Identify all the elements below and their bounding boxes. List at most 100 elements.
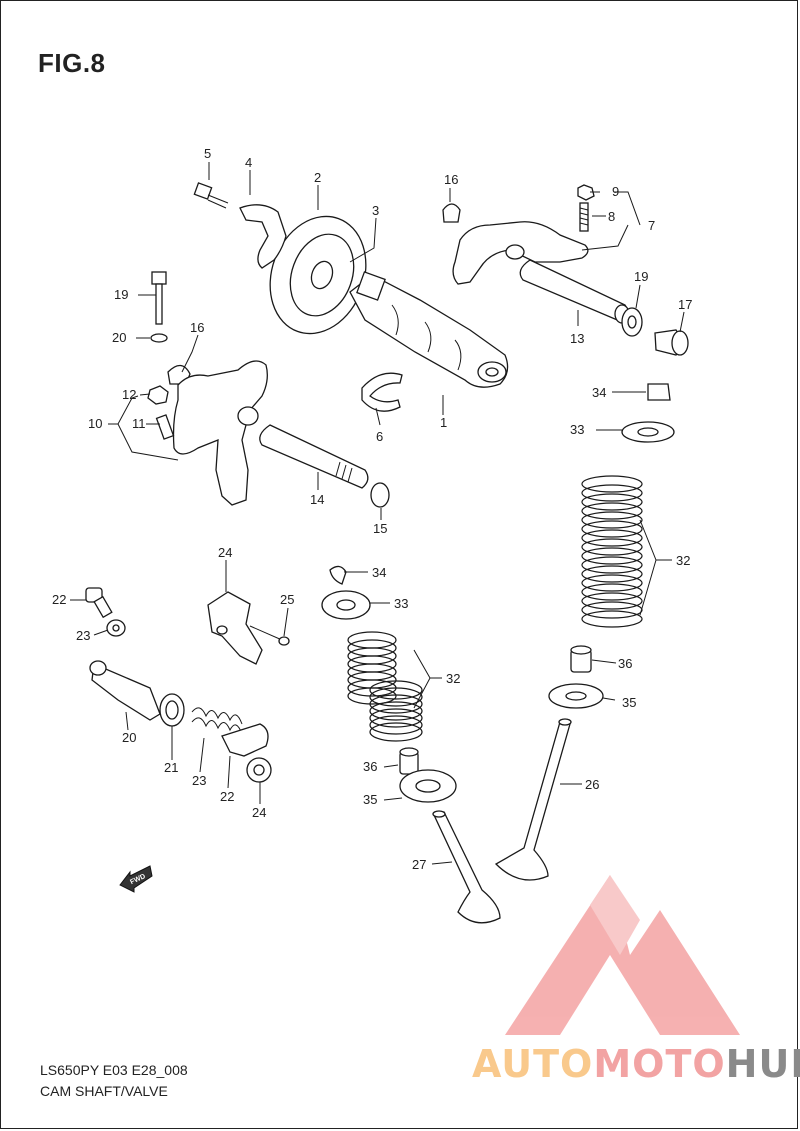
rocker-shaft-upper [519,259,630,324]
spring-coil [369,694,423,714]
spring-coil [581,529,643,547]
nut-12 [147,385,169,405]
spring-coil [369,708,423,728]
rocker-arm-lower [172,360,268,506]
stem-seal-36-center [399,747,419,775]
spring-coil [581,601,643,619]
footer-code: LS650PY E03 E28_008 [40,1062,188,1078]
callout-35-center: 35 [363,792,377,807]
stem-seal-36-right [570,645,592,673]
valve-spring-32-right [581,475,643,628]
bolt-5 [193,182,229,209]
cotter-34-right [647,383,671,401]
callout-36-center: 36 [363,759,377,774]
spring-coil [581,583,643,601]
washer-20 [150,333,168,343]
brand-auto: AUTO [472,1042,594,1086]
c-ring [361,372,403,412]
callout-12: 12 [122,387,136,402]
rocker-arm-upper [452,221,589,285]
callout-17: 17 [678,297,692,312]
spring-coil [581,574,643,592]
callout-3: 3 [372,203,379,218]
callout-29: 25 [280,592,294,607]
spring-coil [369,715,423,735]
spring-coil [581,538,643,556]
callout-16-lower: 16 [190,320,204,335]
footer-description: CAM SHAFT/VALVE [40,1083,168,1099]
callout-labels: 5 4 2 3 16 9 8 7 19 17 13 19 20 16 12 11… [52,146,692,872]
brand-hub: HUB [725,1042,800,1086]
screw-29 [249,625,290,646]
shim-16-upper [442,203,461,223]
figure-title: FIG.8 [38,48,106,78]
callout-10: 10 [88,416,102,431]
spring-coil [581,493,643,511]
fwd-arrow-icon: FWD [119,865,153,893]
callout-26: 22 [52,592,66,607]
callout-34-center: 34 [372,565,386,580]
spring-coil [581,502,643,520]
callout-23: 22 [220,789,234,804]
callout-27: 23 [76,628,90,643]
callout-22: 21 [164,760,178,775]
brand-moto: MOTO [593,1042,726,1086]
brand-wordmark: AUTOMOTOHUB [472,1042,800,1086]
adjuster-screw-11 [155,414,175,440]
spring-coil [369,687,423,707]
callout-13: 13 [570,331,584,346]
callout-1: 1 [440,415,447,430]
bolt-26 [85,587,113,619]
callout-30: 26 [585,777,599,792]
exhaust-valve-31 [432,810,501,924]
spring-coil [369,680,423,700]
callout-28: 24 [218,545,232,560]
valve-spring-32-center [347,631,423,742]
spring-coil [581,592,643,610]
callout-19: 19 [114,287,128,302]
spring-coil [581,547,643,565]
callout-11: 11 [132,416,146,431]
bracket-28 [207,591,263,665]
callout-15: 15 [373,521,387,536]
cotter-34-center [329,565,347,585]
callout-32-center: 32 [446,671,460,686]
callout-31: 27 [412,857,426,872]
callout-14: 14 [310,492,324,507]
watermark-logo [505,875,740,1035]
spring-coil [581,511,643,529]
bolt-19 [151,271,167,325]
spring-coil [581,610,643,628]
spring-24 [191,707,243,735]
callout-6: 6 [376,429,383,444]
intake-valve-30 [494,718,572,881]
callout-5: 5 [204,146,211,161]
callout-32-right: 32 [676,553,690,568]
rocker-shaft-lower [259,424,369,489]
lever-23 [221,723,269,757]
callout-35-right: 35 [622,695,636,710]
callout-4: 4 [245,155,252,170]
leader-lines [70,162,685,865]
plug-17 [654,329,689,356]
spring-coil [581,565,643,583]
adjuster-screw [577,184,595,232]
spring-coil [369,722,423,742]
spring-coil [581,484,643,502]
callout-16-upper: 16 [444,172,458,187]
callout-34-right: 34 [592,385,606,400]
spring-coil [581,475,643,493]
callout-33-right: 33 [570,422,584,437]
callout-8: 8 [608,209,615,224]
spring-coil [347,687,397,705]
o-ring-15 [370,482,390,508]
spring-coil [581,556,643,574]
callout-7: 7 [648,218,655,233]
decomp-plate [239,204,287,269]
callout-20: 20 [112,330,126,345]
decomp-shaft-21 [89,660,161,721]
callout-9: 9 [612,184,619,199]
callout-18: 19 [634,269,648,284]
